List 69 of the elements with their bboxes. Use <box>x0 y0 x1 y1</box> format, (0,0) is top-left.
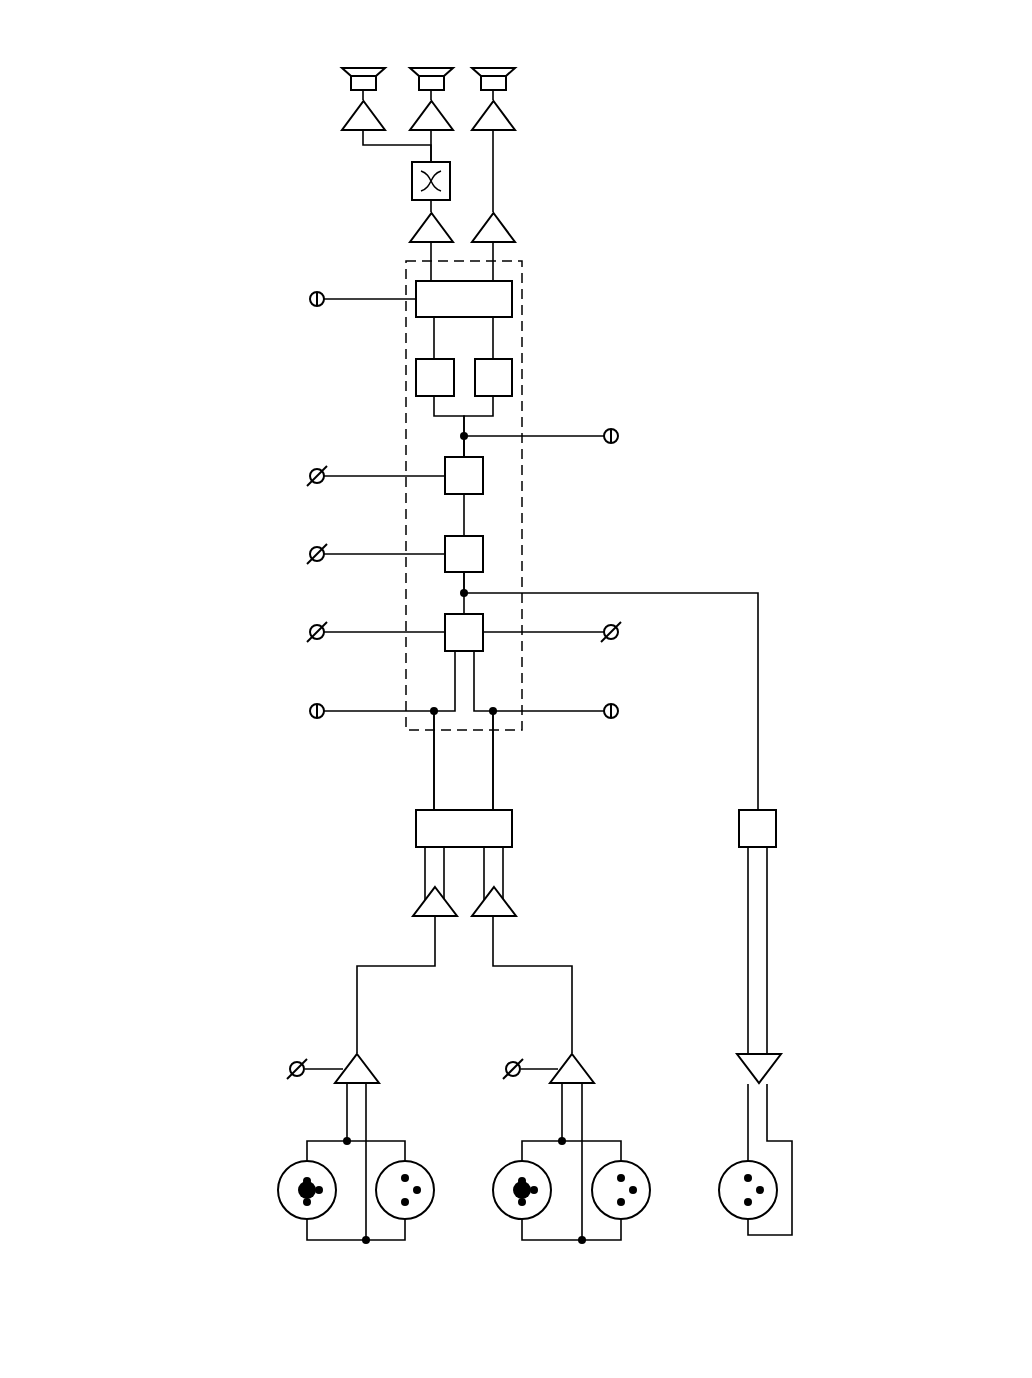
signal-line <box>356 916 436 1054</box>
phase-symbol <box>306 465 328 487</box>
signal-line <box>483 631 605 633</box>
speaker-symbol <box>409 67 454 91</box>
phase-symbol <box>306 543 328 565</box>
phase-symbol <box>286 1058 308 1080</box>
dashed-group-box <box>405 260 523 731</box>
process-box <box>444 535 484 573</box>
signal-line <box>430 242 432 281</box>
signal-line <box>306 1083 406 1162</box>
control-knob-symbol <box>603 703 619 719</box>
control-knob-symbol <box>309 291 325 307</box>
phase-symbol <box>306 621 328 643</box>
xlr-jack-symbol <box>374 1159 436 1221</box>
signal-line <box>433 317 435 359</box>
speaker-symbol <box>471 67 516 91</box>
amplifier-triangle <box>549 1053 595 1084</box>
signal-line <box>492 916 573 1054</box>
amplifier-triangle <box>334 1053 380 1084</box>
process-box <box>474 358 513 397</box>
xlr-jack-symbol <box>717 1159 779 1221</box>
amplifier-triangle <box>471 886 517 917</box>
signal-line <box>521 1083 622 1241</box>
amplifier-triangle <box>471 212 516 243</box>
control-knob-symbol <box>309 703 325 719</box>
combo-jack-symbol <box>276 1159 338 1221</box>
signal-line <box>323 553 445 555</box>
crossover-box <box>411 161 451 201</box>
phase-symbol <box>600 621 622 643</box>
amplifier-triangle <box>736 1053 782 1084</box>
signal-line <box>430 130 432 162</box>
xlr-jack-symbol <box>590 1159 652 1221</box>
signal-line <box>747 1083 749 1162</box>
process-box <box>444 613 484 652</box>
signal-line <box>520 1068 559 1070</box>
signal-line <box>492 130 494 213</box>
signal-line <box>463 572 759 810</box>
speaker-symbol <box>341 67 386 91</box>
amplifier-triangle <box>409 212 454 243</box>
process-box <box>415 280 513 318</box>
process-box <box>415 358 455 397</box>
signal-line <box>323 298 416 300</box>
amplifier-triangle <box>341 100 386 131</box>
amplifier-triangle <box>471 100 516 131</box>
signal-line <box>362 90 364 101</box>
process-box <box>738 809 777 848</box>
signal-line <box>323 475 445 477</box>
signal-line <box>463 494 465 536</box>
process-box <box>415 809 513 848</box>
signal-line <box>430 200 432 213</box>
signal-line <box>521 1083 622 1162</box>
signal-line <box>323 631 445 633</box>
signal-line <box>492 710 605 810</box>
signal-line <box>492 242 494 281</box>
signal-line <box>430 90 432 101</box>
amplifier-triangle <box>412 886 458 917</box>
signal-line <box>463 435 605 457</box>
signal-line <box>492 90 494 101</box>
combo-jack-symbol <box>491 1159 553 1221</box>
signal-line <box>304 1068 344 1070</box>
signal-line <box>323 710 435 810</box>
signal-line <box>747 1083 793 1236</box>
phase-symbol <box>502 1058 524 1080</box>
control-knob-symbol <box>603 428 619 444</box>
signal-line <box>747 847 768 1054</box>
amplifier-triangle <box>409 100 454 131</box>
signal-line <box>306 1083 406 1241</box>
process-box <box>444 456 484 495</box>
signal-line <box>492 317 494 359</box>
